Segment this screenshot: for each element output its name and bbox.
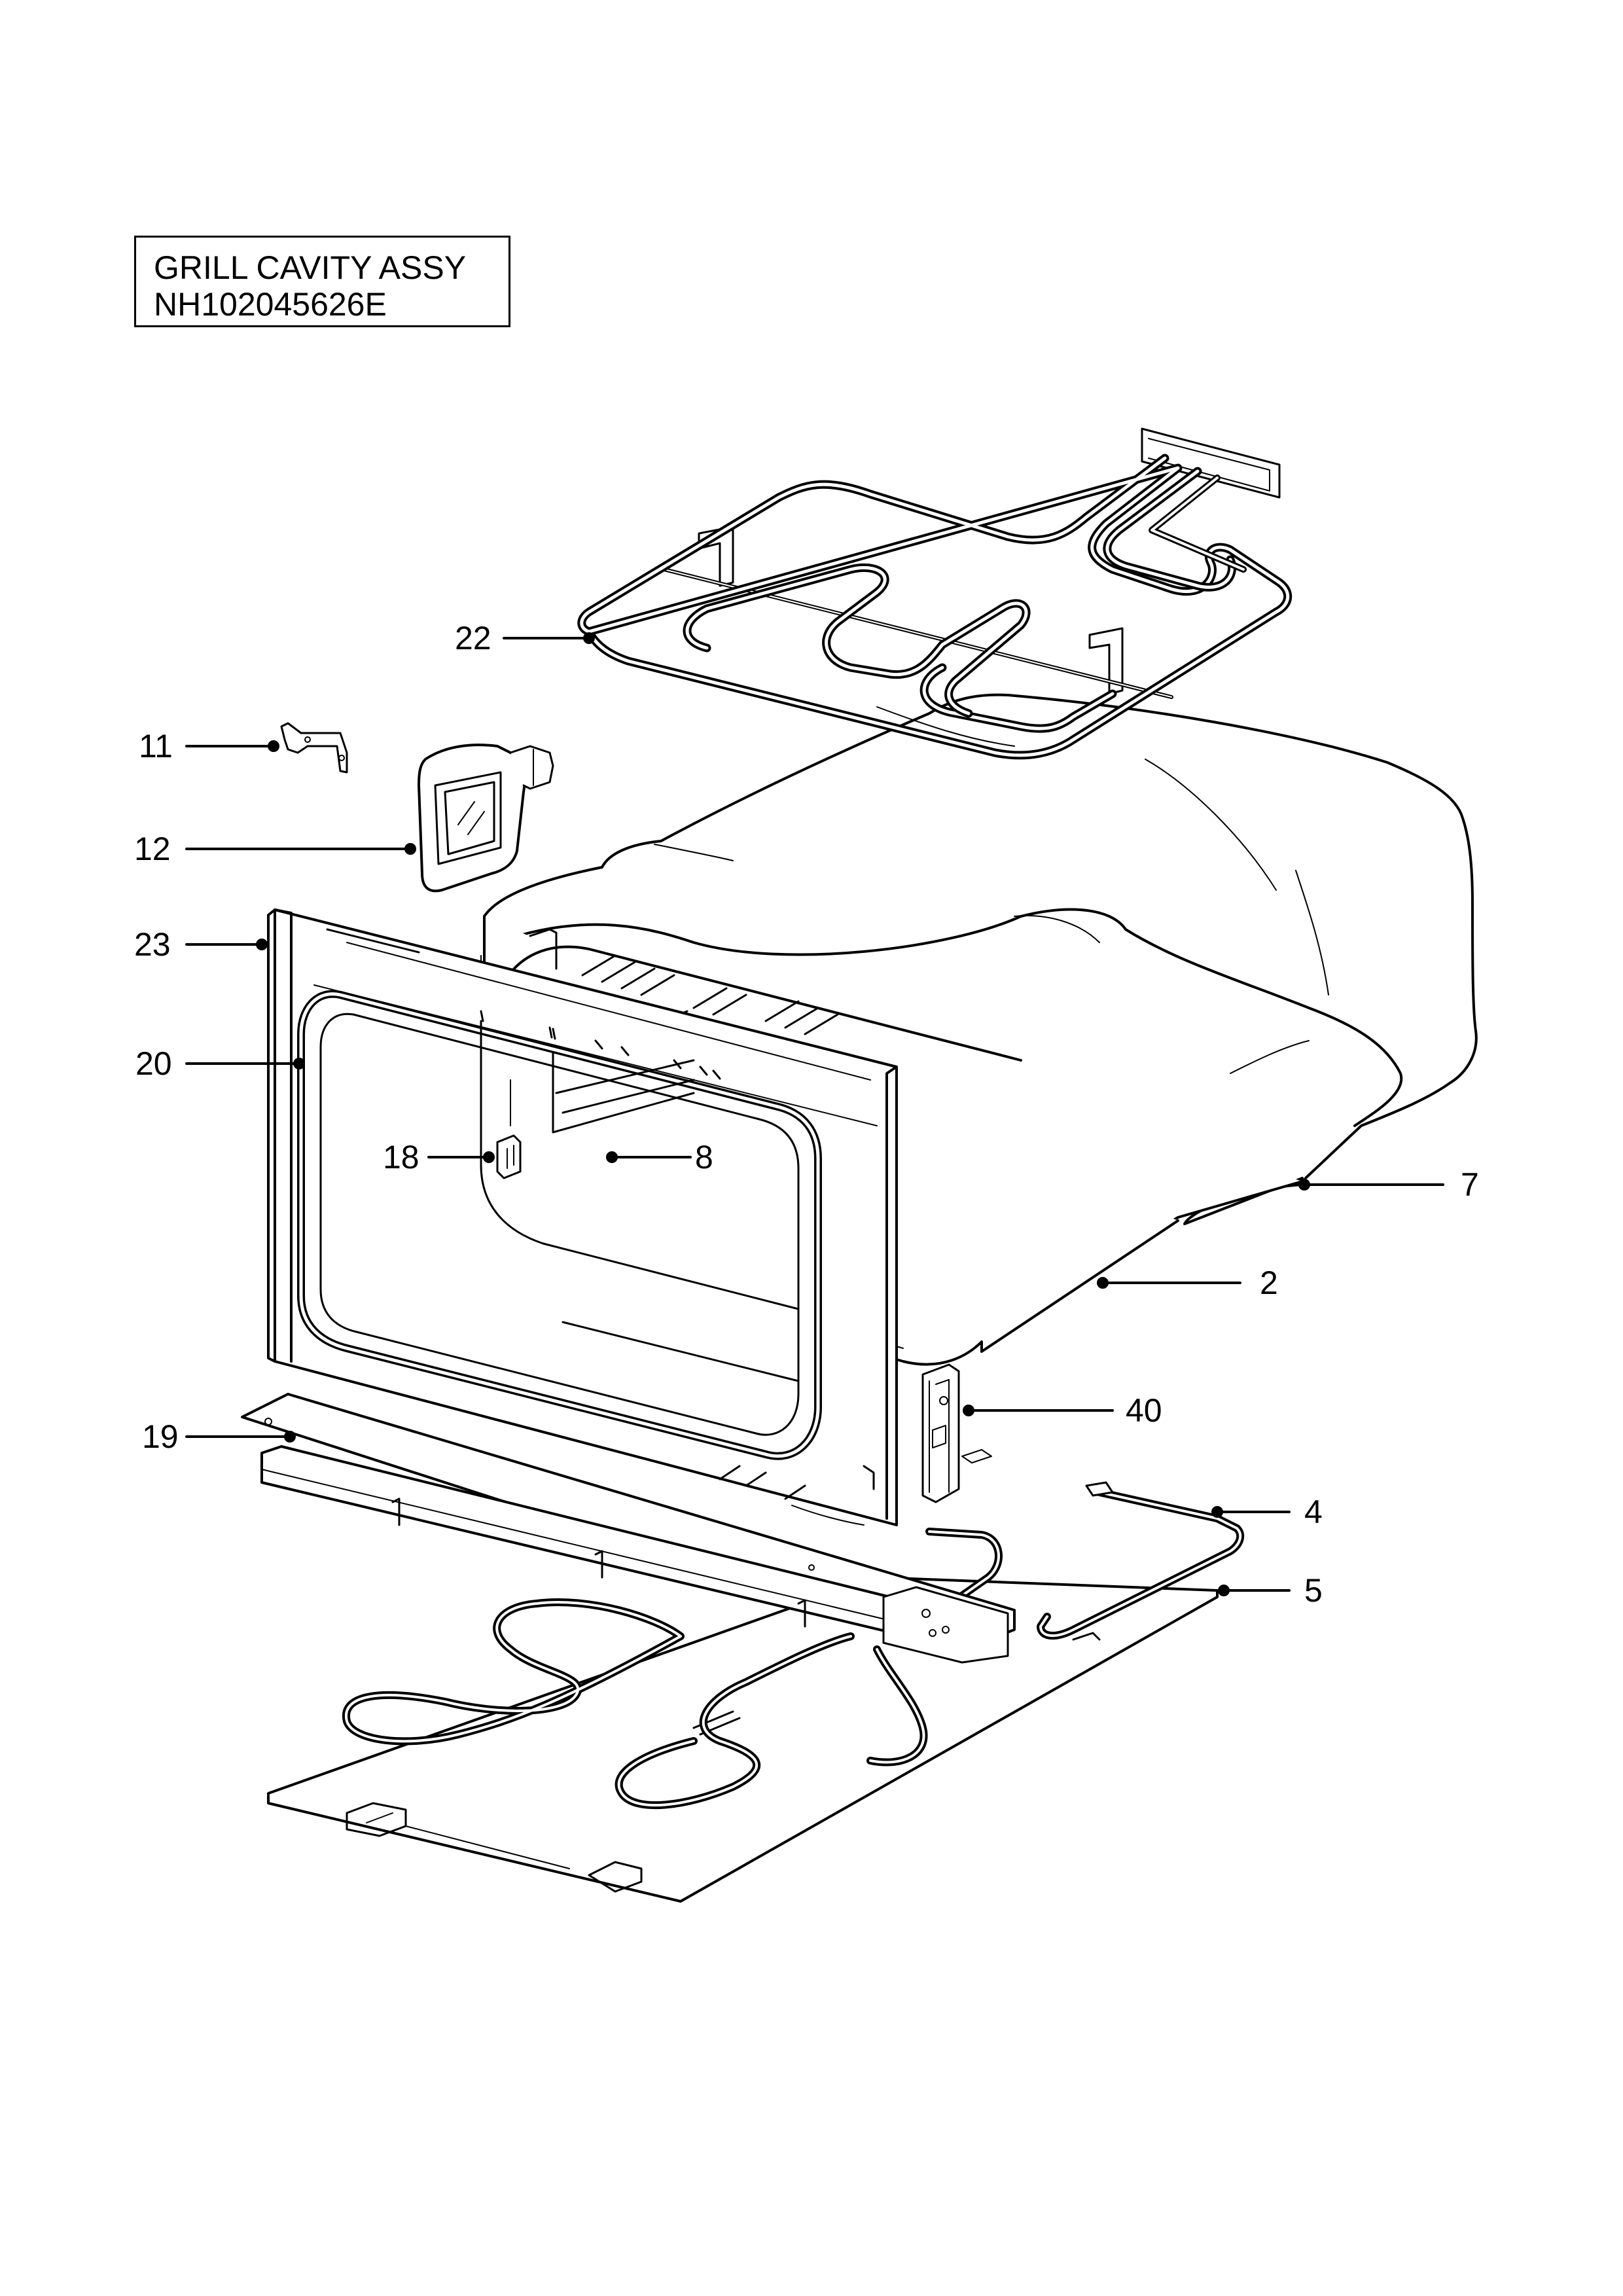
callout-23: 23 (134, 926, 171, 963)
clip-part (496, 1134, 522, 1179)
leader-dots (256, 632, 1310, 1596)
callout-4: 4 (1304, 1494, 1323, 1530)
callout-11: 11 (139, 728, 173, 764)
callout-8: 8 (695, 1139, 713, 1175)
callout-22: 22 (455, 620, 491, 656)
grill-element (577, 427, 1293, 760)
bottom-trim (241, 1393, 1016, 1664)
title-box: GRILL CAVITY ASSY NH102045626E (134, 236, 510, 327)
bracket-part (280, 722, 348, 774)
callout-18: 18 (383, 1139, 419, 1175)
leader-lines (185, 637, 1444, 1592)
door-seal (297, 990, 822, 1460)
callout-12: 12 (134, 831, 171, 867)
callout-2: 2 (1260, 1265, 1278, 1301)
door-switch (921, 1363, 992, 1503)
callout-20: 20 (135, 1045, 172, 1082)
callout-7: 7 (1461, 1166, 1479, 1203)
lower-element (342, 1481, 1245, 1810)
callout-40: 40 (1126, 1392, 1162, 1429)
callout-19: 19 (142, 1418, 179, 1455)
assembly-title: GRILL CAVITY ASSY (154, 249, 467, 286)
oven-lamp (418, 744, 554, 893)
assembly-part-number: NH102045626E (154, 286, 387, 323)
callout-5: 5 (1304, 1572, 1323, 1609)
